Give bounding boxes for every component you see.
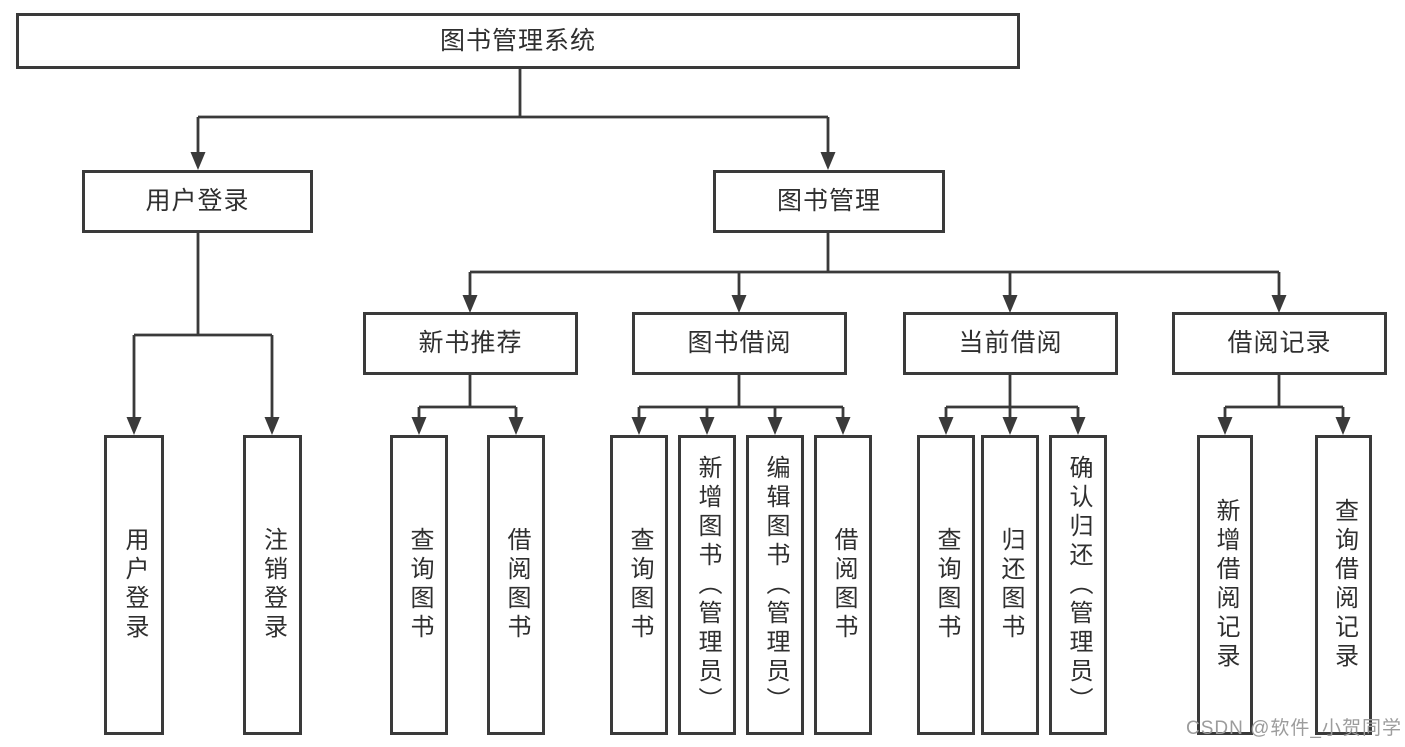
- node-return-books: 归还图书: [981, 435, 1039, 735]
- node-label: 借阅图书: [503, 527, 530, 643]
- node-label: 用户登录: [145, 187, 250, 215]
- node-borrow-books-leaf: 借阅图书: [814, 435, 872, 735]
- node-current-borrowing: 当前借阅: [903, 312, 1118, 375]
- node-label: 新书推荐: [418, 329, 523, 357]
- node-book-management: 图书管理: [713, 170, 945, 233]
- node-label: 确认归还（管理员）: [1065, 454, 1092, 716]
- node-query-books-borrowing: 查询图书: [610, 435, 668, 735]
- node-label: 用户登录: [121, 527, 148, 643]
- node-user-login-leaf: 用户登录: [104, 435, 164, 735]
- node-borrow-books-recommend: 借阅图书: [487, 435, 545, 735]
- node-query-books-current: 查询图书: [917, 435, 975, 735]
- node-edit-books-admin: 编辑图书（管理员）: [746, 435, 804, 735]
- node-label: 当前借阅: [958, 329, 1063, 357]
- node-label: 编辑图书（管理员）: [762, 454, 789, 716]
- node-label: 注销登录: [259, 527, 287, 643]
- node-label: 新增图书（管理员）: [694, 454, 721, 716]
- node-borrowing-records: 借阅记录: [1172, 312, 1387, 375]
- node-new-book-recommendation: 新书推荐: [363, 312, 578, 375]
- node-label: 查询借阅记录: [1330, 498, 1358, 672]
- node-query-borrow-record: 查询借阅记录: [1315, 435, 1372, 735]
- watermark-text: CSDN @软件_小贺同学: [1186, 718, 1402, 739]
- node-book-borrowing: 图书借阅: [632, 312, 847, 375]
- node-add-books-admin: 新增图书（管理员）: [678, 435, 736, 735]
- node-label: 查询图书: [626, 527, 653, 643]
- node-label: 图书管理系统: [439, 26, 596, 55]
- node-label: 图书管理: [776, 187, 881, 215]
- node-label: 查询图书: [406, 527, 433, 643]
- node-label: 新增借阅记录: [1212, 498, 1239, 672]
- node-library-management-system: 图书管理系统: [16, 13, 1020, 69]
- node-user-login: 用户登录: [82, 170, 313, 233]
- node-label: 查询图书: [933, 527, 960, 643]
- node-add-borrow-record: 新增借阅记录: [1197, 435, 1253, 735]
- node-confirm-return-admin: 确认归还（管理员）: [1049, 435, 1107, 735]
- node-query-books-recommend: 查询图书: [390, 435, 448, 735]
- node-label: 借阅记录: [1227, 329, 1332, 357]
- node-logout-leaf: 注销登录: [243, 435, 302, 735]
- node-label: 借阅图书: [830, 527, 857, 643]
- node-label: 图书借阅: [687, 329, 792, 357]
- node-label: 归还图书: [997, 527, 1024, 643]
